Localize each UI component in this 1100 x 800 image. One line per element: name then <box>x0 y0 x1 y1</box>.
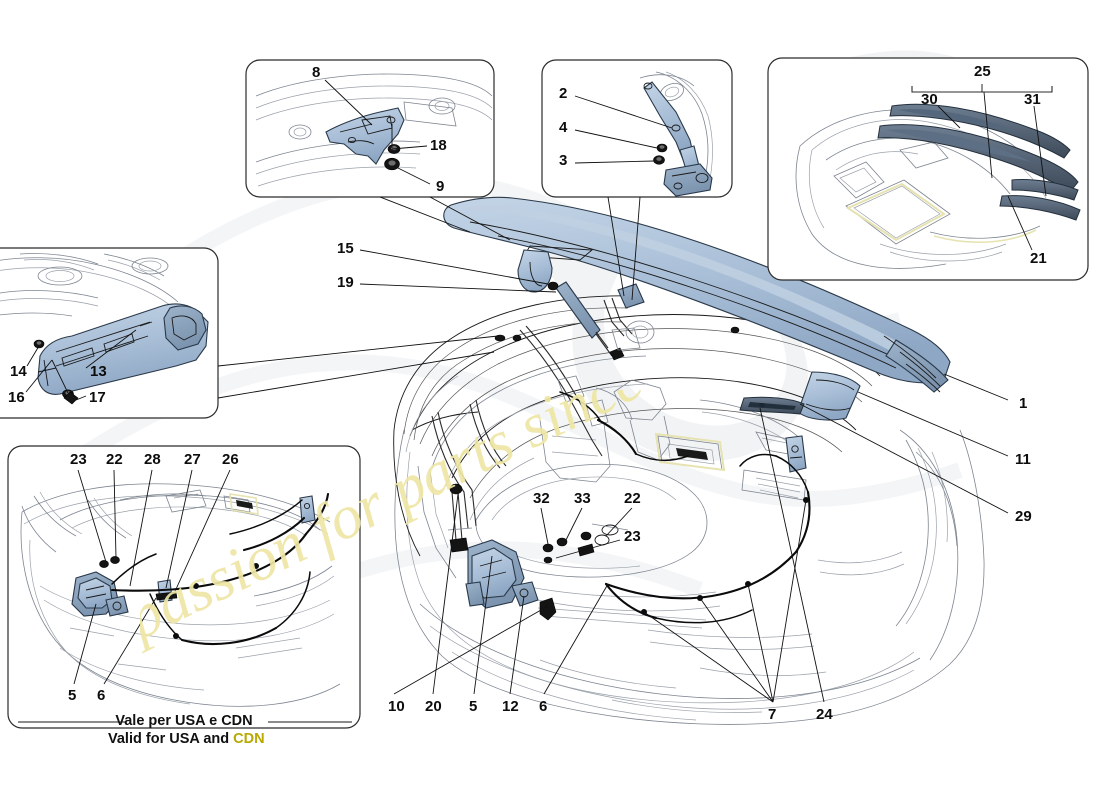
label-15: 15 <box>337 240 354 257</box>
label-32: 32 <box>533 490 550 507</box>
label-31: 31 <box>1024 91 1041 108</box>
latch-mechanism-main <box>465 539 539 609</box>
clip-part10 <box>539 597 557 621</box>
inset-rear-crossmember <box>0 247 219 419</box>
label-14: 14 <box>10 363 27 380</box>
grommets-group <box>494 326 740 342</box>
label-19: 19 <box>337 274 354 291</box>
label-25: 25 <box>974 63 991 80</box>
label-3: 3 <box>559 152 568 169</box>
label-6-inset: 6 <box>97 687 106 704</box>
label-22-inset: 22 <box>106 451 123 468</box>
label-5-inset: 5 <box>68 687 77 704</box>
label-30: 30 <box>921 91 938 108</box>
label-10: 10 <box>388 698 405 715</box>
label-16: 16 <box>8 389 25 406</box>
label-7: 7 <box>768 706 777 723</box>
bonnet-panel-open <box>393 295 649 579</box>
main-leader-lines <box>217 196 1009 703</box>
label-8: 8 <box>312 64 321 81</box>
label-22: 22 <box>624 490 641 507</box>
label-4: 4 <box>559 119 568 136</box>
label-13: 13 <box>90 363 107 380</box>
label-29: 29 <box>1015 508 1032 525</box>
label-27: 27 <box>184 451 201 468</box>
inset-hood-latch-striker <box>245 59 495 198</box>
label-23: 23 <box>624 528 641 545</box>
usa-cdn-note-line1: Vale per USA e CDN <box>115 713 253 729</box>
label-9: 9 <box>436 178 445 195</box>
label-12: 12 <box>502 698 519 715</box>
label-26: 26 <box>222 451 239 468</box>
car-body-outline <box>394 429 985 725</box>
label-2: 2 <box>559 85 568 102</box>
label-28: 28 <box>144 451 161 468</box>
usa-cdn-note-line2-a: Valid for USA and <box>108 731 234 748</box>
gas-strut-19 <box>547 281 625 361</box>
usa-cdn-note-line2-b: CDN <box>233 731 265 748</box>
label-5: 5 <box>469 698 478 715</box>
label-33: 33 <box>574 490 591 507</box>
mount-bracket-tab <box>785 435 807 473</box>
hinge-assembly-main <box>603 283 655 351</box>
label-18: 18 <box>430 137 447 154</box>
spoiler-panel-part1 <box>443 196 951 393</box>
inset-hinge <box>541 59 733 198</box>
label-17: 17 <box>89 389 106 406</box>
label-23-inset: 23 <box>70 451 87 468</box>
inset-seal-trim <box>767 57 1089 281</box>
label-6: 6 <box>539 698 548 715</box>
side-wing-panel-part11 <box>797 371 861 421</box>
label-21: 21 <box>1030 250 1047 267</box>
label-1: 1 <box>1019 395 1028 412</box>
inset-usa-cdn <box>7 445 361 729</box>
label-11: 11 <box>1015 451 1031 468</box>
label-20: 20 <box>425 698 442 715</box>
label-24: 24 <box>816 706 833 723</box>
wiring-harness <box>559 391 811 624</box>
dark-trim-strip <box>739 396 805 415</box>
usa-cdn-note: Vale per USA e CDN Valid for USA and CDN <box>108 712 265 748</box>
usa-cdn-note-line2: Valid for USA and CDN <box>108 730 265 748</box>
